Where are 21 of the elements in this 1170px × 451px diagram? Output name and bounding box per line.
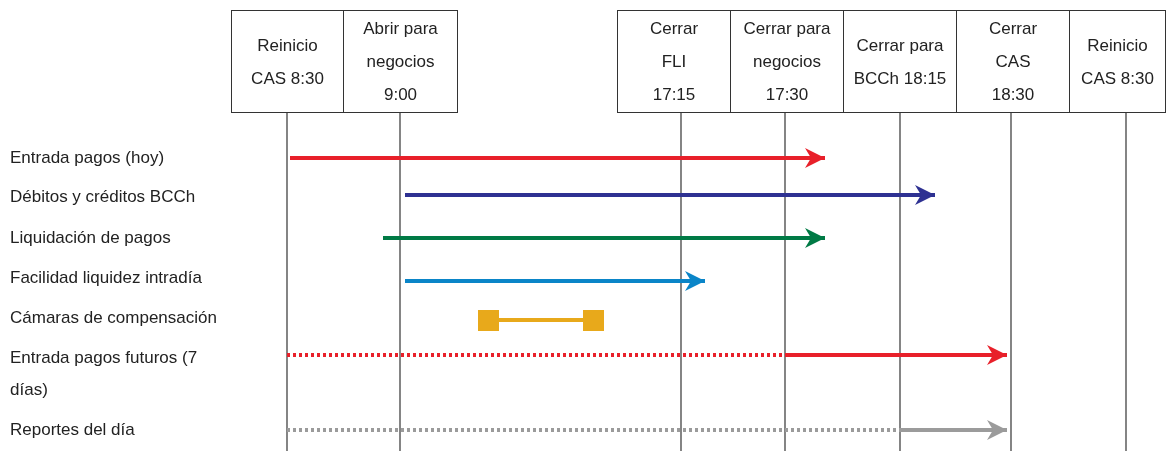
time-header-box	[231, 10, 344, 113]
time-header-text: Cerrar para negocios 17:30	[742, 18, 832, 106]
time-header-text: Cerrar CAS 18:30	[987, 18, 1039, 106]
time-header-box	[617, 10, 731, 113]
row-label: Cámaras de compensación	[10, 307, 218, 329]
time-header-box	[1069, 10, 1166, 113]
time-header-text: Abrir para negocios 9:00	[362, 18, 439, 106]
row-label: Débitos y créditos BCCh	[10, 186, 197, 208]
row-label: Entrada pagos futuros (7 días)	[10, 347, 199, 401]
time-header-text: Reinicio CAS 8:30	[1080, 34, 1155, 90]
time-header-box	[343, 10, 458, 113]
row-label: Reportes del día	[10, 419, 136, 441]
time-header-box	[730, 10, 844, 113]
row-label: Facilidad liquidez intradía	[10, 267, 203, 289]
time-header-text: Cerrar para BCCh 18:15	[852, 34, 948, 90]
time-header-text: Cerrar FLI 17:15	[648, 18, 700, 106]
row-label: Liquidación de pagos	[10, 227, 172, 249]
time-header-box	[843, 10, 957, 113]
time-header-box	[956, 10, 1070, 113]
time-header-text: Reinicio CAS 8:30	[250, 34, 325, 90]
row-label: Entrada pagos (hoy)	[10, 147, 166, 169]
